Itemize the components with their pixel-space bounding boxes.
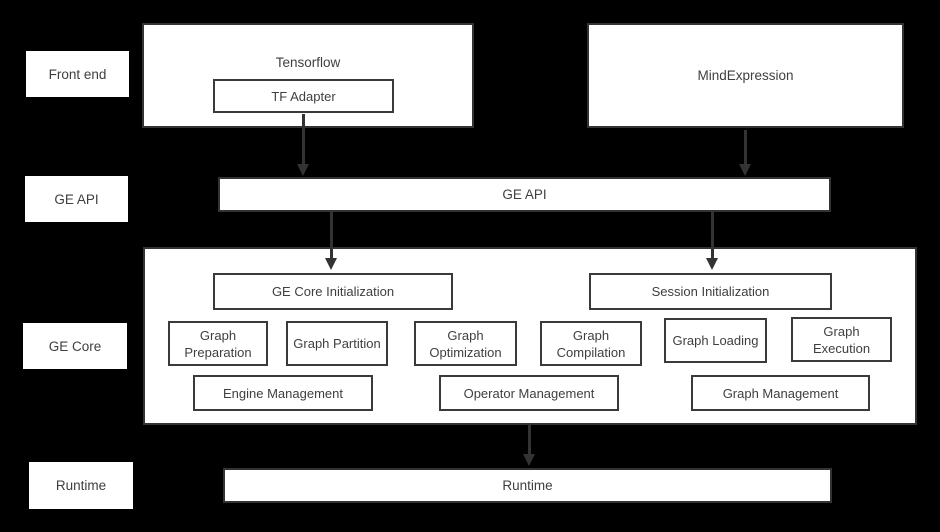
session-initialization-box: Session Initialization xyxy=(589,273,832,310)
graph-management-box: Graph Management xyxy=(691,375,870,411)
mindexpression-box: MindExpression xyxy=(587,23,904,128)
operator-management-box: Operator Management xyxy=(439,375,619,411)
arrow-line xyxy=(710,212,714,258)
runtime-bar: Runtime xyxy=(223,468,832,503)
ge-core-initialization-box: GE Core Initialization xyxy=(213,273,453,310)
module-graph-loading: Graph Loading xyxy=(664,318,767,363)
arrow-head xyxy=(523,454,535,466)
ge-api-bar: GE API xyxy=(218,177,831,212)
module-graph-preparation: Graph Preparation xyxy=(168,321,268,366)
arrow-ge-api-to-ge-core-init xyxy=(325,212,337,270)
arrow-head xyxy=(739,164,751,176)
arrow-mindexpression-to-ge-api xyxy=(739,130,751,176)
arrow-line xyxy=(301,114,305,164)
layer-label-ge-core: GE Core xyxy=(23,323,127,369)
arrow-ge-api-to-session-init xyxy=(706,212,718,270)
engine-management-box: Engine Management xyxy=(193,375,373,411)
tensorflow-title: Tensorflow xyxy=(275,55,341,70)
module-graph-partition: Graph Partition xyxy=(286,321,388,366)
layer-label-ge-api: GE API xyxy=(25,176,128,222)
tensorflow-box: Tensorflow TF Adapter xyxy=(142,23,474,128)
arrow-head xyxy=(297,164,309,176)
arrow-head xyxy=(706,258,718,270)
arrow-line xyxy=(743,130,747,164)
tf-adapter-box: TF Adapter xyxy=(213,79,394,113)
ge-core-box: GE Core Initialization Session Initializ… xyxy=(143,247,917,425)
arrow-line xyxy=(329,212,333,258)
layer-label-front-end: Front end xyxy=(26,51,129,97)
arrow-tf-adapter-to-ge-api xyxy=(297,114,309,176)
arrow-line xyxy=(527,425,531,454)
arrow-ge-core-to-runtime xyxy=(523,425,535,466)
arrow-head xyxy=(325,258,337,270)
module-graph-execution: Graph Execution xyxy=(791,317,892,362)
layer-label-runtime: Runtime xyxy=(29,462,133,509)
module-graph-optimization: Graph Optimization xyxy=(414,321,517,366)
module-graph-compilation: Graph Compilation xyxy=(540,321,642,366)
